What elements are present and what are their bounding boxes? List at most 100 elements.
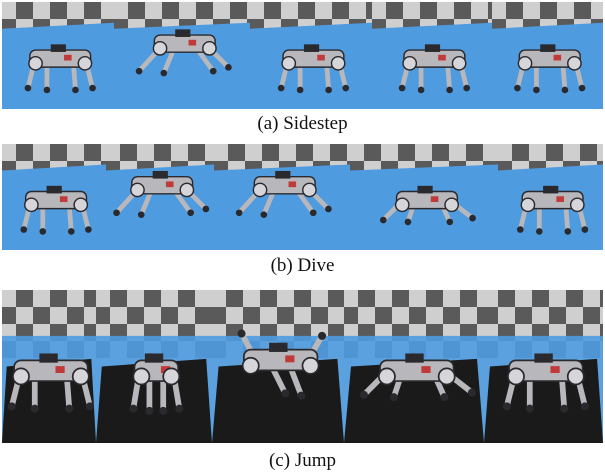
robot-foot bbox=[404, 218, 412, 226]
floor-tile bbox=[549, 307, 566, 324]
floor-tile bbox=[50, 144, 67, 161]
photo-image bbox=[2, 2, 114, 109]
robot-dog bbox=[237, 329, 327, 400]
robot-hip-motor bbox=[71, 367, 90, 386]
robot-battery bbox=[144, 353, 164, 363]
robot-leg bbox=[560, 62, 568, 93]
robot-hip-motor bbox=[152, 40, 168, 56]
robot-sticker bbox=[317, 54, 325, 61]
floor-tile bbox=[432, 144, 449, 161]
robot-foot bbox=[20, 226, 28, 233]
robot-sticker bbox=[64, 54, 72, 61]
robot-sticker bbox=[188, 39, 197, 46]
photo-image bbox=[498, 144, 603, 250]
floor-tile bbox=[84, 2, 101, 19]
robot-hip-motor bbox=[73, 197, 89, 213]
photo-frame bbox=[372, 2, 492, 109]
robot-hip-motor bbox=[330, 55, 346, 71]
photo-frame bbox=[214, 144, 350, 250]
photo-frame bbox=[2, 2, 114, 109]
robot-leg bbox=[295, 189, 316, 216]
robot-hip-motor bbox=[567, 55, 582, 71]
floor-tile bbox=[50, 290, 67, 307]
robot-foot bbox=[65, 404, 74, 413]
robot-dog bbox=[20, 185, 92, 235]
robot-leg bbox=[171, 378, 183, 412]
robot-hip-motor bbox=[566, 367, 585, 386]
robot-leg bbox=[136, 47, 161, 74]
robot-foot bbox=[39, 228, 47, 235]
photo-frame bbox=[2, 144, 106, 250]
photo-image bbox=[484, 290, 603, 443]
robot-foot bbox=[129, 404, 138, 413]
robot-foot bbox=[187, 209, 194, 217]
robot-foot bbox=[160, 69, 168, 77]
photo-image bbox=[106, 144, 214, 250]
robot-hip-motor bbox=[12, 367, 30, 386]
floor-tile bbox=[574, 2, 591, 19]
robot-foot bbox=[325, 86, 332, 94]
robot-foot bbox=[560, 404, 569, 413]
jump-photo-strip bbox=[2, 290, 603, 443]
robot-foot bbox=[342, 84, 350, 92]
robot-battery bbox=[540, 44, 556, 52]
robot-foot bbox=[514, 84, 521, 92]
floor-tile bbox=[264, 2, 281, 19]
floor-tile bbox=[375, 307, 392, 324]
robot-foot bbox=[440, 393, 449, 402]
photo-frame bbox=[498, 144, 603, 250]
robot-dog bbox=[398, 44, 471, 94]
floor-tile bbox=[144, 290, 161, 307]
floor-tile bbox=[426, 290, 443, 307]
robot-hip-motor bbox=[28, 55, 43, 71]
robot-foot bbox=[281, 389, 290, 398]
photo-image bbox=[2, 290, 96, 443]
robot-hip-motor bbox=[202, 40, 217, 56]
robot-hip-motor bbox=[520, 197, 536, 213]
floor-tile bbox=[600, 324, 603, 341]
robot-hip-motor bbox=[281, 55, 297, 71]
robot-foot bbox=[580, 402, 590, 411]
robot-leg bbox=[71, 62, 78, 93]
robot-leg bbox=[324, 62, 332, 93]
robot-foot bbox=[113, 209, 120, 217]
robot-battery bbox=[50, 44, 66, 52]
photo-frame bbox=[492, 2, 603, 109]
robot-leg bbox=[138, 189, 154, 218]
photo-frame bbox=[484, 290, 603, 443]
robot-foot bbox=[202, 205, 210, 213]
robot-dog bbox=[235, 170, 332, 219]
floor-tile bbox=[16, 144, 33, 161]
robot-hip-motor bbox=[179, 182, 195, 198]
robot-hip-motor bbox=[444, 197, 460, 213]
floor-tile bbox=[230, 2, 247, 19]
floor-tile bbox=[498, 290, 515, 307]
floor-tile bbox=[262, 144, 279, 161]
floor-tile bbox=[330, 144, 347, 161]
floor-tile bbox=[67, 307, 84, 324]
robot-hip-motor bbox=[77, 55, 93, 71]
robot-hip-motor bbox=[302, 182, 317, 198]
floor-tile bbox=[466, 144, 483, 161]
floor-tile bbox=[243, 307, 260, 324]
floor-tile bbox=[386, 2, 403, 19]
robot-dog bbox=[277, 44, 350, 94]
robot-foot bbox=[525, 404, 534, 413]
photo-frame bbox=[96, 290, 212, 443]
floor-tile bbox=[195, 307, 212, 324]
robot-battery bbox=[405, 353, 424, 363]
photo-frame bbox=[212, 290, 344, 443]
floor-tile bbox=[2, 307, 16, 324]
robot-foot bbox=[89, 84, 96, 92]
robot-foot bbox=[309, 209, 317, 217]
floor-tile bbox=[188, 144, 205, 161]
black-mat bbox=[212, 358, 344, 443]
floor-tile bbox=[277, 307, 294, 324]
robot-battery bbox=[417, 185, 433, 194]
floor-tile bbox=[154, 144, 171, 161]
robot-sticker bbox=[285, 355, 295, 363]
robot-foot bbox=[296, 86, 304, 94]
floor-tile bbox=[16, 2, 33, 19]
robot-foot bbox=[516, 226, 524, 233]
robot-hip-motor bbox=[241, 356, 260, 375]
